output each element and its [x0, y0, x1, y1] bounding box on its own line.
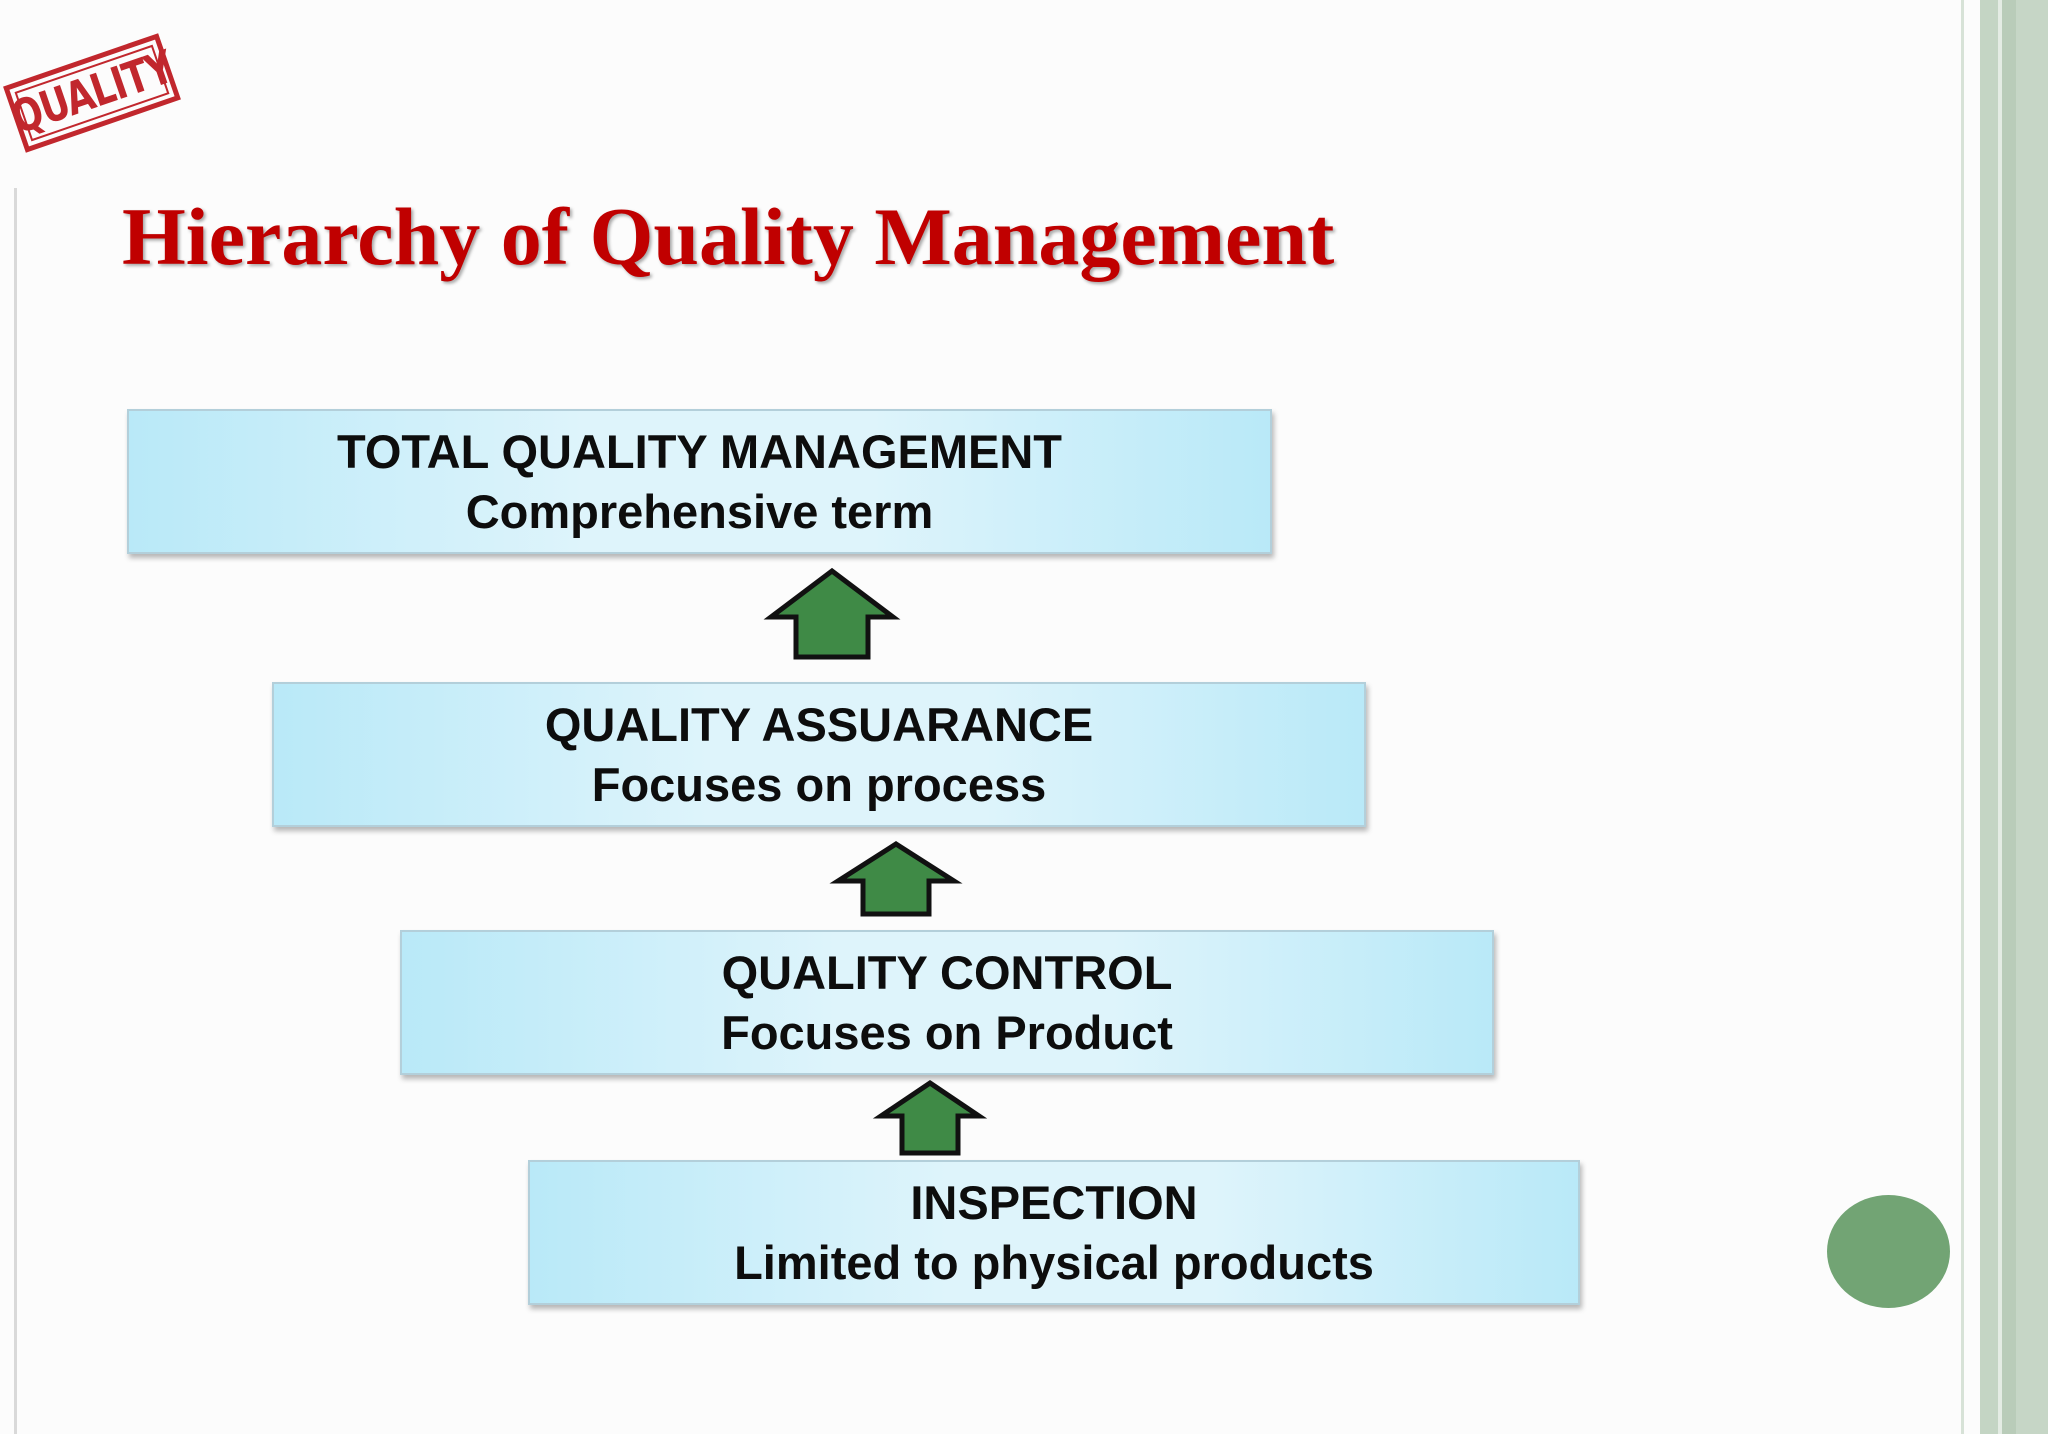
level-description: Limited to physical products: [734, 1235, 1374, 1289]
level-heading: INSPECTION: [910, 1175, 1198, 1229]
level-quality-control: QUALITY CONTROL Focuses on Product: [400, 930, 1494, 1075]
right-decor-stripe: [2016, 0, 2048, 1434]
level-heading: QUALITY CONTROL: [721, 945, 1173, 999]
decorative-circle: [1827, 1195, 1950, 1308]
level-heading: QUALITY ASSUARANCE: [544, 697, 1094, 751]
slide-title: Hierarchy of Quality Management: [122, 191, 1335, 282]
stamp-text: QUALITY: [4, 41, 180, 145]
level-total-quality-management: TOTAL QUALITY MANAGEMENT Comprehensive t…: [127, 409, 1272, 554]
up-arrow-icon: [829, 841, 963, 917]
right-decor-stripe: [2002, 0, 2016, 1434]
up-arrow-icon: [763, 567, 901, 660]
level-heading: TOTAL QUALITY MANAGEMENT: [336, 424, 1062, 478]
right-decor-stripe: [1980, 0, 1998, 1434]
level-description: Comprehensive term: [465, 484, 934, 538]
level-inspection: INSPECTION Limited to physical products: [528, 1160, 1580, 1305]
left-border-line: [14, 188, 17, 1434]
right-decor-stripe: [1961, 0, 1964, 1434]
level-quality-assurance: QUALITY ASSUARANCE Focuses on process: [272, 682, 1366, 827]
level-description: Focuses on process: [591, 757, 1047, 811]
up-arrow-icon: [872, 1079, 988, 1156]
quality-stamp-logo: QUALITY: [3, 33, 181, 153]
level-description: Focuses on Product: [721, 1005, 1173, 1059]
right-decor-stripe: [1998, 0, 2002, 1434]
